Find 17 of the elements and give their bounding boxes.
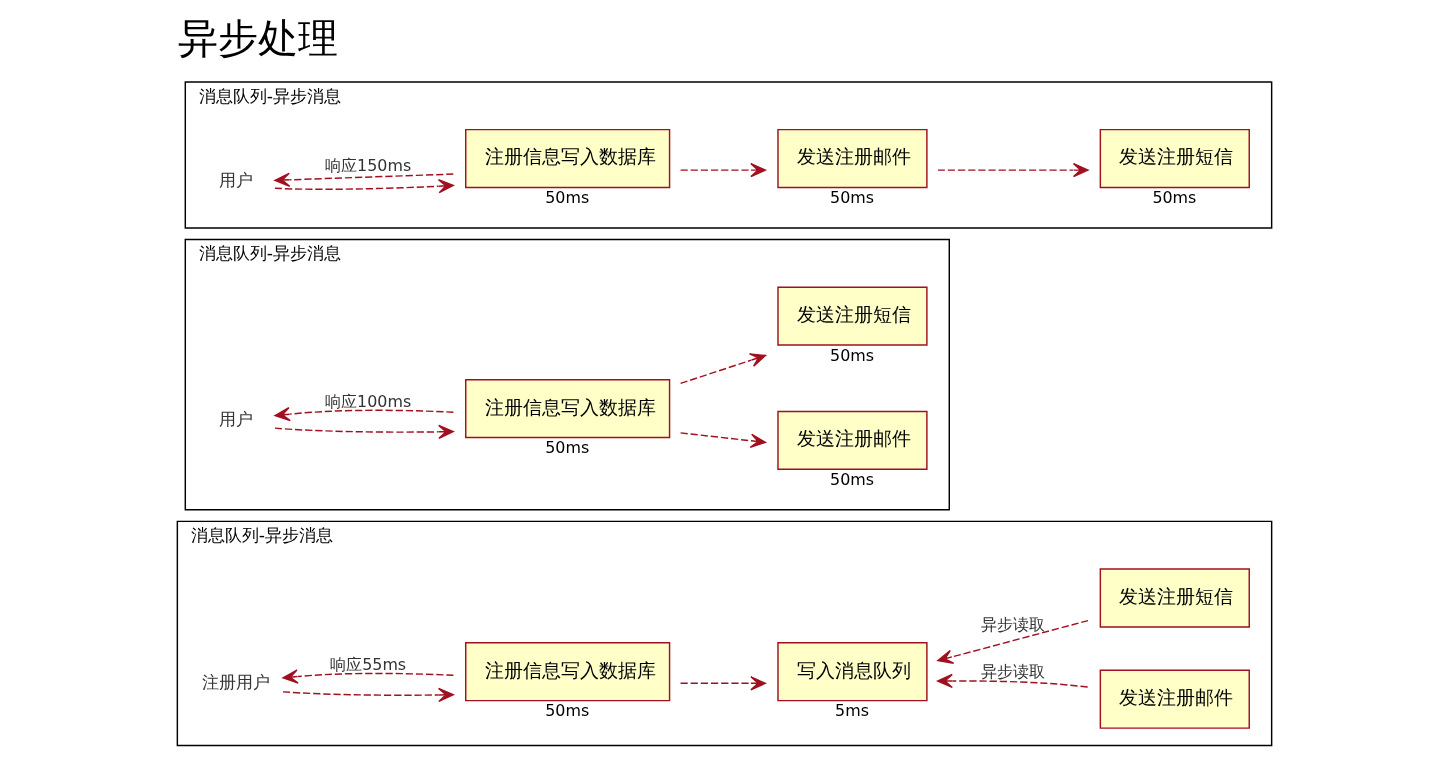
edge-label: 异步读取 xyxy=(980,614,1045,634)
diagram-title: 异步处理 xyxy=(177,14,338,63)
edge-label: 响应150ms xyxy=(324,156,411,176)
node-label: 50ms xyxy=(829,345,874,365)
edge-label: 响应100ms xyxy=(324,391,411,411)
node-text: 用户 xyxy=(218,170,253,191)
node-label: 50ms xyxy=(544,188,589,208)
node-label: 50ms xyxy=(1151,188,1196,208)
node-text: 用户 xyxy=(218,408,253,429)
node-text: 注册用户 xyxy=(201,671,270,692)
node-label: 50ms xyxy=(829,469,874,489)
node-label: 50ms xyxy=(829,188,874,208)
node-label: 5ms xyxy=(834,701,869,721)
edge-label: 异步读取 xyxy=(980,662,1045,682)
node-label: 50ms xyxy=(544,438,589,458)
edge-label: 响应55ms xyxy=(329,654,406,674)
node-label: 50ms xyxy=(544,701,589,721)
